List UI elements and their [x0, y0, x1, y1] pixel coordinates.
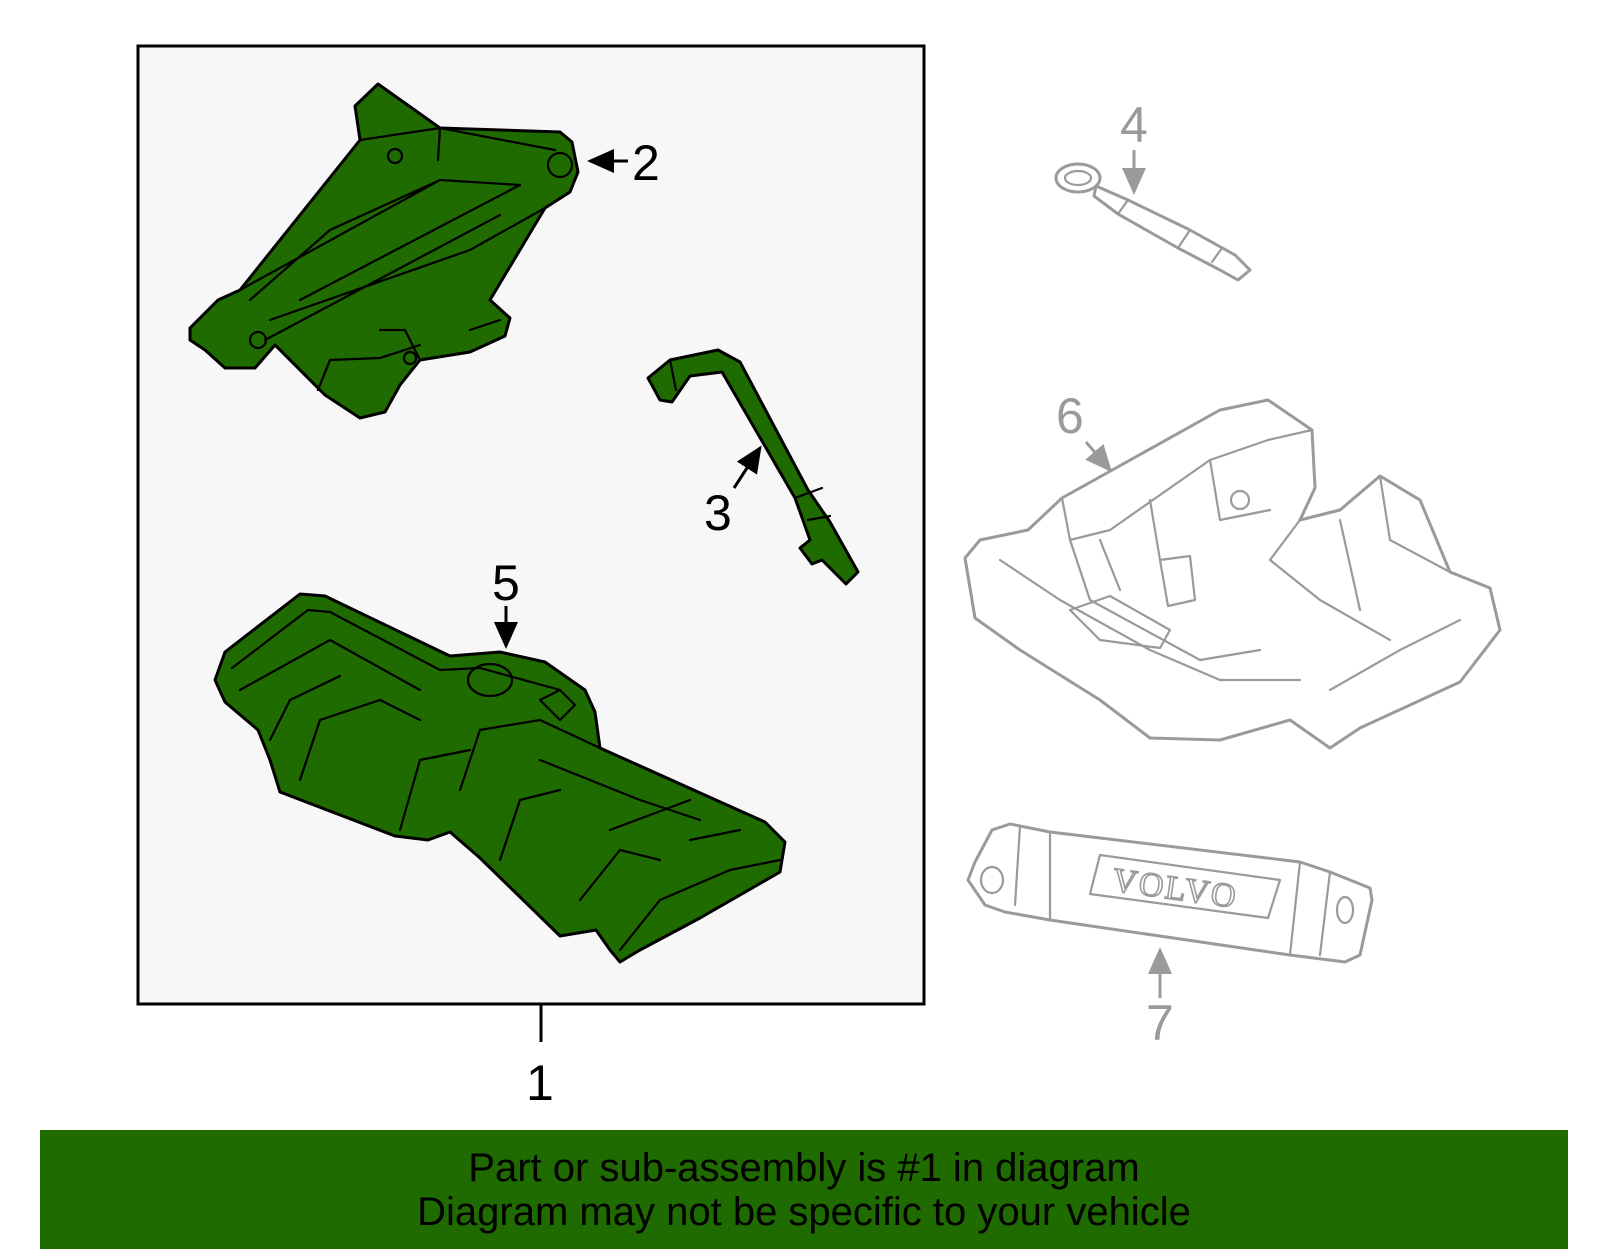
tool-tray	[213, 592, 787, 964]
notice-banner: Part or sub-assembly is #1 in diagram Di…	[40, 1130, 1568, 1249]
callout-2: 2	[632, 135, 660, 191]
foam-insert	[963, 398, 1502, 750]
callout-1: 1	[526, 1055, 554, 1111]
banner-line-1: Part or sub-assembly is #1 in diagram	[468, 1146, 1140, 1190]
callout-6: 6	[1056, 388, 1084, 444]
scissor-jack	[188, 82, 580, 420]
banner-line-2: Diagram may not be specific to your vehi…	[417, 1190, 1191, 1234]
callout-5: 5	[492, 555, 520, 611]
callout-7: 7	[1146, 995, 1174, 1051]
lug-wrench	[646, 348, 860, 586]
callout-6-leader	[1084, 441, 1112, 473]
tow-eye	[1054, 162, 1252, 282]
callout-4: 4	[1120, 97, 1148, 153]
callout-3: 3	[704, 485, 732, 541]
storage-cover: VOLVO	[966, 822, 1374, 964]
callout-3-leader	[732, 445, 762, 489]
